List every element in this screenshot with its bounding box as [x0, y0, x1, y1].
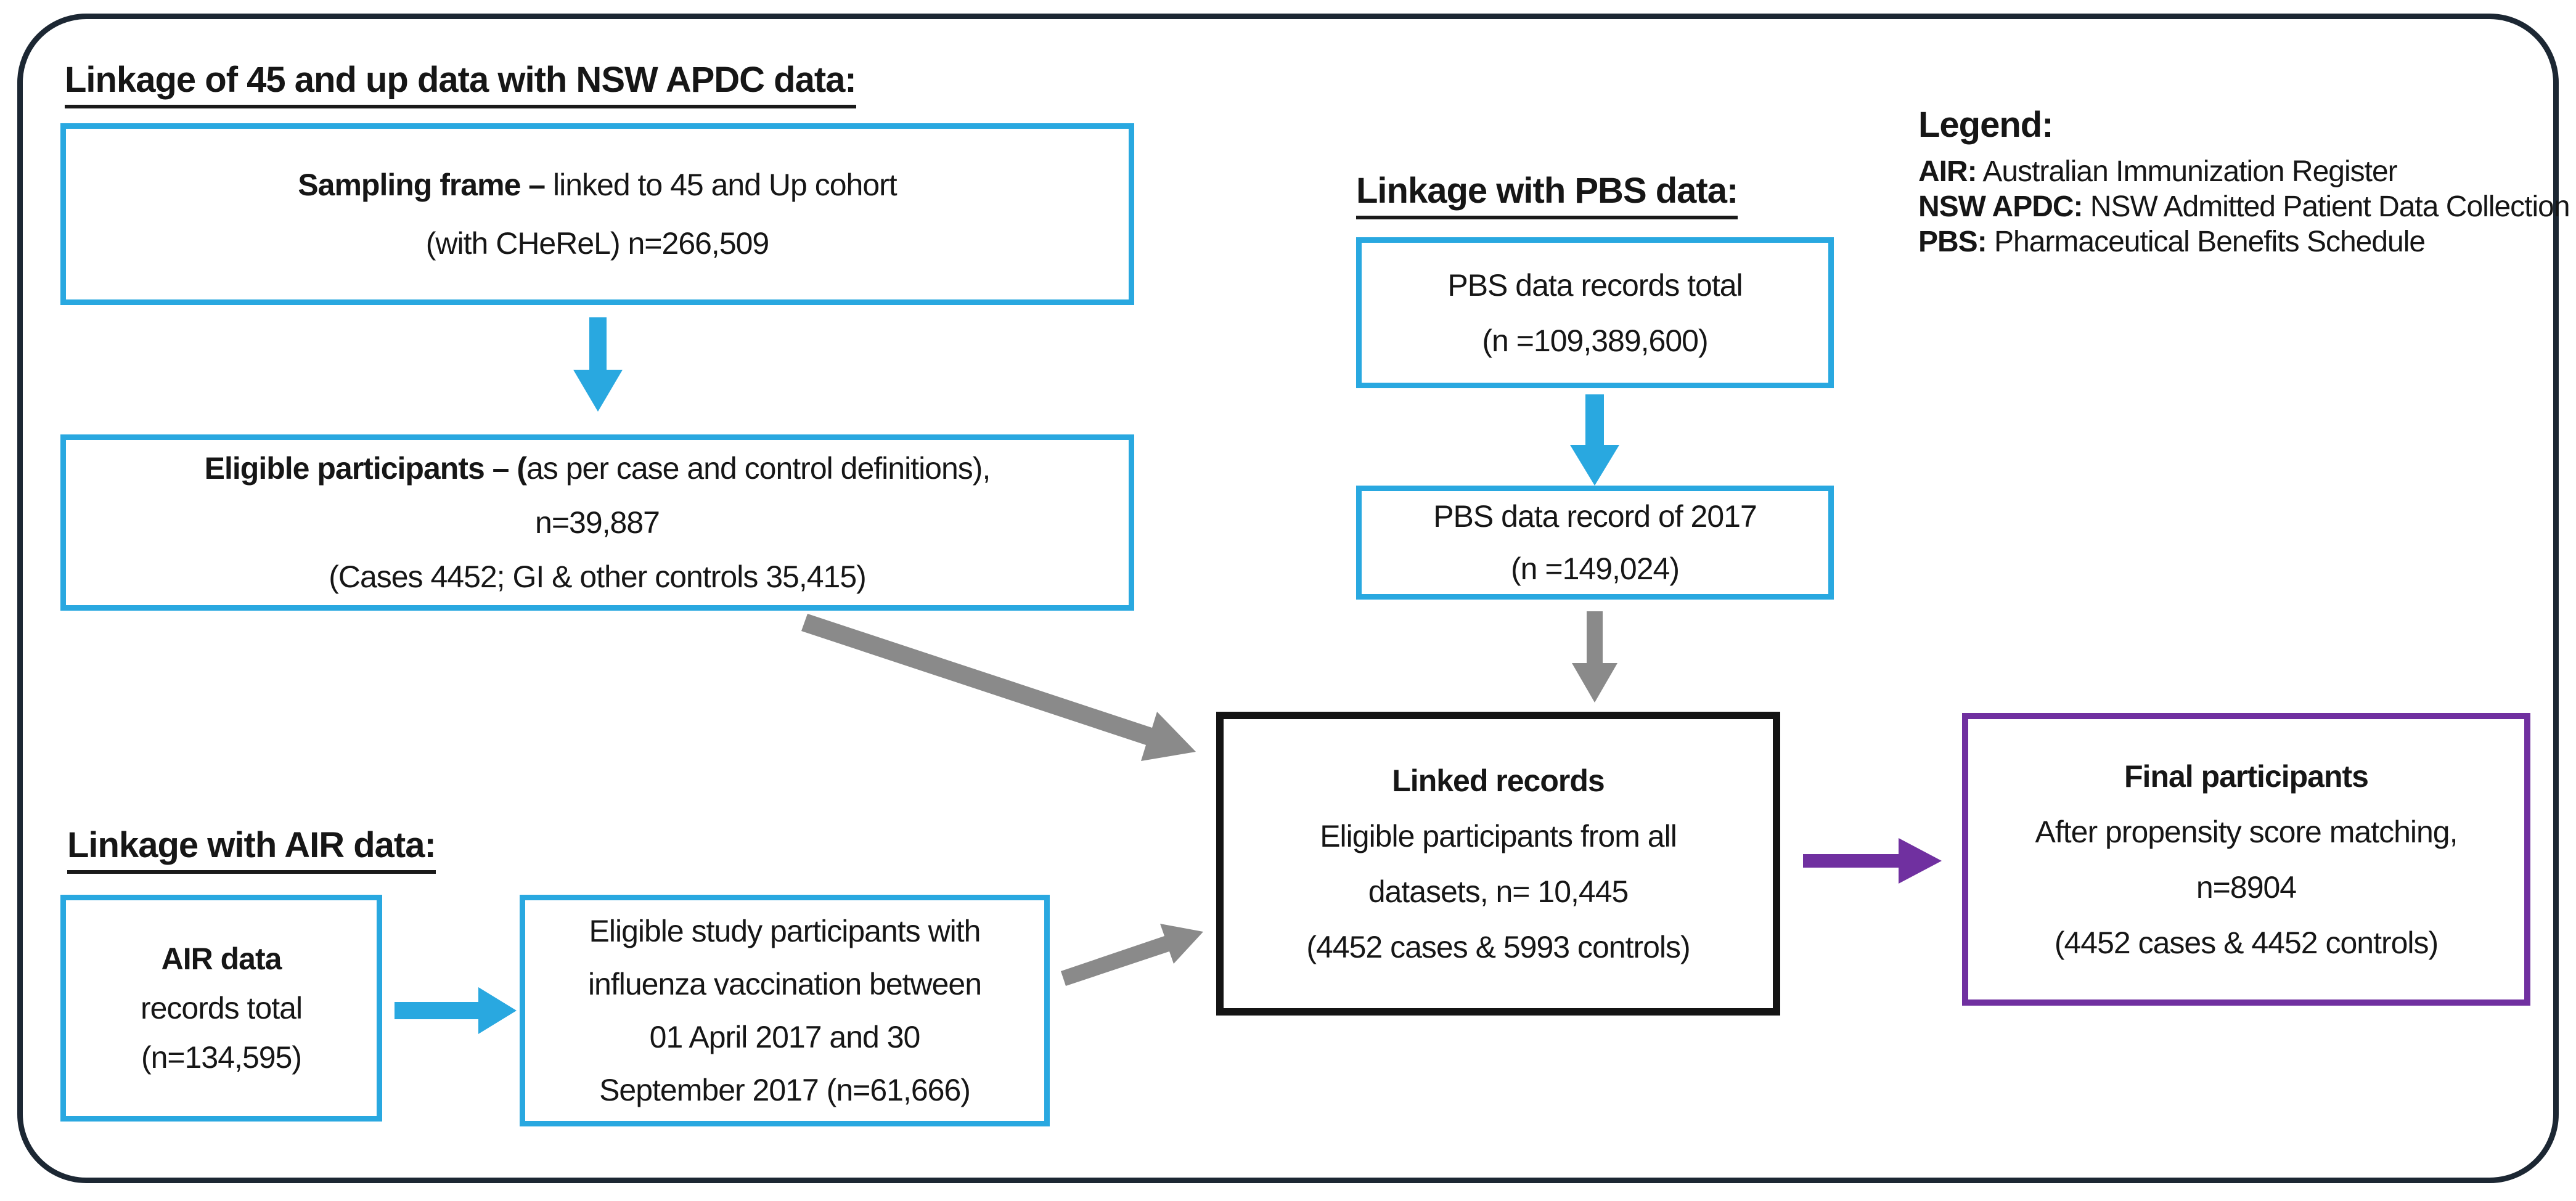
box-air-vaccinated: Eligible study participants with influen… — [520, 895, 1050, 1126]
box-text-line: (Cases 4452; GI & other controls 35,415) — [329, 560, 867, 594]
box-text-line: Eligible participants from all — [1320, 818, 1677, 853]
box-sampling-frame: Sampling frame – linked to 45 and Up coh… — [60, 123, 1134, 305]
box-text-line: AIR data — [161, 942, 282, 976]
legend-item-pbs: PBS: Pharmaceutical Benefits Schedule — [1918, 226, 2426, 258]
legend-item-nsw-apdc: NSW APDC: NSW Admitted Patient Data Coll… — [1918, 190, 2570, 223]
box-text-line: Linked records — [1392, 763, 1605, 798]
box-text-line: records total — [140, 991, 303, 1025]
heading-pbs-linkage: Linkage with PBS data: — [1356, 170, 1738, 219]
box-text-line: n=39,887 — [535, 505, 660, 540]
box-text-line: PBS data record of 2017 — [1433, 499, 1757, 534]
box-linked-records: Linked records Eligible participants fro… — [1216, 712, 1780, 1016]
legend-title: Legend: — [1918, 105, 2054, 145]
box-text-line: 01 April 2017 and 30 — [649, 1020, 921, 1054]
heading-apdc-linkage: Linkage of 45 and up data with NSW APDC … — [65, 59, 857, 108]
box-text-line: (n=134,595) — [141, 1040, 302, 1075]
box-text-line: Eligible participants – (as per case and… — [204, 451, 991, 486]
box-text-line: PBS data records total — [1447, 267, 1743, 303]
box-text-line: (with CHeReL) n=266,509 — [425, 226, 769, 261]
box-text-line: n=8904 — [2196, 869, 2297, 905]
box-air-total: AIR data records total (n=134,595) — [60, 895, 382, 1122]
box-pbs-total: PBS data records total (n =109,389,600) — [1356, 237, 1834, 388]
legend-item-air: AIR: Australian Immunization Register — [1918, 155, 2398, 188]
legend: Legend: AIR: Australian Immunization Reg… — [1918, 104, 2570, 259]
box-final-participants: Final participants After propensity scor… — [1962, 713, 2530, 1006]
box-text-line: Eligible study participants with — [589, 914, 981, 948]
box-text-line: (n =109,389,600) — [1482, 323, 1708, 358]
box-text-line: (4452 cases & 5993 controls) — [1306, 929, 1690, 964]
box-text-line: September 2017 (n=61,666) — [599, 1073, 971, 1107]
box-text-line: (n =149,024) — [1511, 551, 1680, 586]
box-text-line: After propensity score matching, — [2035, 814, 2458, 849]
box-pbs-2017: PBS data record of 2017 (n =149,024) — [1356, 486, 1834, 600]
box-text-line: datasets, n= 10,445 — [1368, 874, 1629, 909]
box-text-line: Sampling frame – linked to 45 and Up coh… — [298, 167, 897, 202]
diagram-border — [17, 14, 2559, 1183]
box-text-line: Final participants — [2124, 759, 2369, 794]
box-eligible-participants: Eligible participants – (as per case and… — [60, 434, 1134, 611]
heading-air-linkage: Linkage with AIR data: — [67, 824, 436, 874]
box-text-line: (4452 cases & 4452 controls) — [2054, 925, 2439, 960]
box-text-line: influenza vaccination between — [587, 967, 982, 1001]
